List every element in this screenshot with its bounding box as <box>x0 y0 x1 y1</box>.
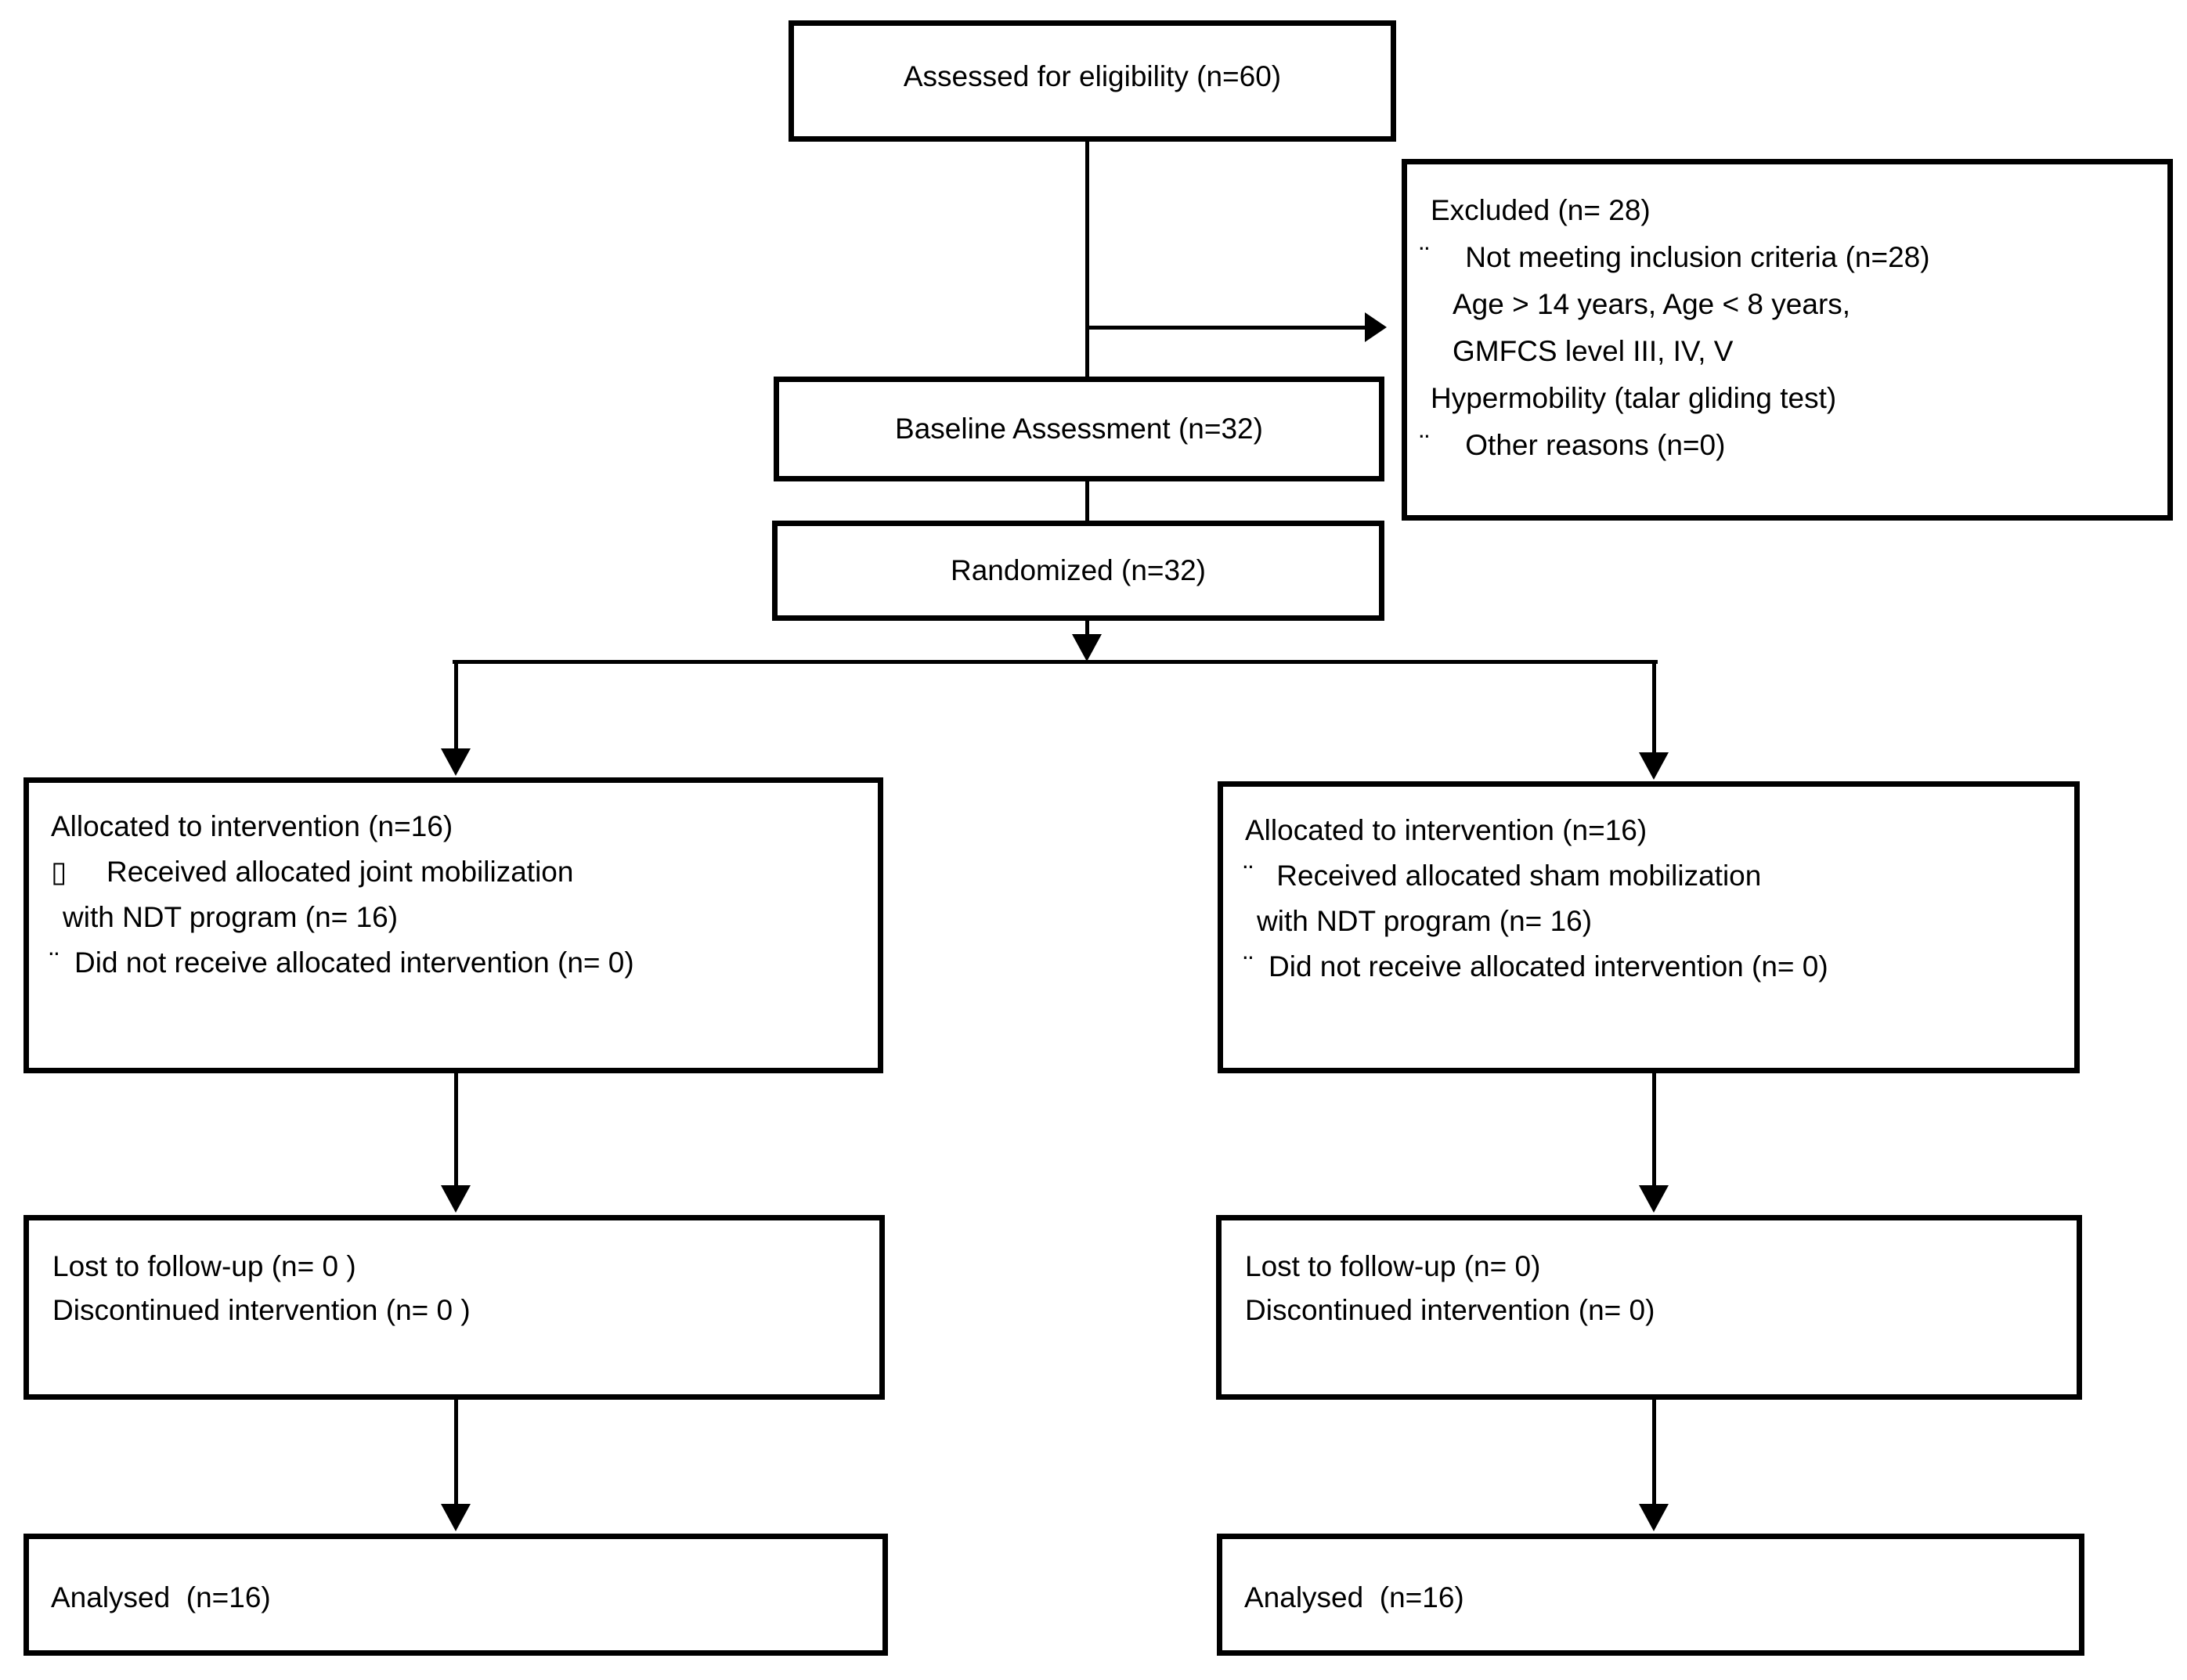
followup-right-line-1: Lost to follow-up (n= 0) <box>1245 1250 1541 1282</box>
excluded-item-2-text: Other reasons (n=0) <box>1457 429 1726 461</box>
followup-right-box: Lost to follow-up (n= 0) Discontinued in… <box>1216 1215 2082 1400</box>
allocation-right-line-2-text: Received allocated sham mobilization <box>1269 860 1762 892</box>
arrowhead-allocation-right-icon <box>1639 752 1669 780</box>
allocation-right-line-1: Allocated to intervention (n=16) <box>1245 814 1647 846</box>
connector-randomized-to-branch <box>1085 621 1089 636</box>
excluded-item-1: ¨ Not meeting inclusion criteria (n=28) <box>1420 234 2156 281</box>
allocation-left-line-2-text: Received allocated joint mobilization <box>106 856 574 888</box>
arrowhead-allocation-left-icon <box>441 748 471 776</box>
connector-followup-to-analysed-right <box>1652 1400 1656 1505</box>
arrowhead-excluded-icon <box>1365 312 1387 342</box>
allocation-right-box: Allocated to intervention (n=16) ¨ Recei… <box>1218 781 2080 1073</box>
excluded-box: Excluded (n= 28) ¨ Not meeting inclusion… <box>1402 159 2173 521</box>
connector-assessed-to-baseline <box>1085 142 1089 377</box>
baseline-label: Baseline Assessment (n=32) <box>895 413 1263 445</box>
assessed-label: Assessed for eligibility (n=60) <box>903 59 1282 92</box>
excluded-detail-1: Age > 14 years, Age < 8 years, <box>1453 288 1851 320</box>
arrowhead-analysed-right-icon <box>1639 1504 1669 1531</box>
analysed-right-box: Analysed (n=16) <box>1217 1534 2084 1656</box>
allocation-right-line-2: ¨ Received allocated sham mobilization <box>1243 853 2066 899</box>
arrowhead-analysed-left-icon <box>441 1504 471 1531</box>
baseline-box: Baseline Assessment (n=32) <box>774 377 1384 481</box>
connector-branch-to-allocation-left <box>454 660 458 750</box>
followup-right-line-2: Discontinued intervention (n= 0) <box>1245 1294 1655 1326</box>
arrowhead-followup-right-icon <box>1639 1185 1669 1213</box>
dots-bullet-icon: ¨ <box>1243 950 1254 982</box>
connector-to-excluded <box>1087 326 1365 330</box>
connector-allocation-to-followup-right <box>1652 1073 1656 1187</box>
arrowhead-branch-icon <box>1072 634 1102 662</box>
followup-left-line-1: Lost to follow-up (n= 0 ) <box>52 1250 356 1282</box>
allocation-left-box: Allocated to intervention (n=16) ▯ Receiv… <box>23 777 883 1073</box>
dots-bullet-icon: ¨ <box>1243 860 1254 892</box>
excluded-title: Excluded (n= 28) <box>1431 194 1651 226</box>
excluded-item-2: ¨ Other reasons (n=0) <box>1420 422 2156 469</box>
analysed-right-label: Analysed (n=16) <box>1244 1581 1464 1613</box>
randomized-box: Randomized (n=32) <box>772 521 1384 621</box>
excluded-detail-2: GMFCS level III, IV, V <box>1453 335 1734 367</box>
allocation-left-line-4-text: Did not receive allocated intervention (… <box>74 946 634 979</box>
connector-followup-to-analysed-left <box>454 1400 458 1505</box>
missing-glyph-bullet-icon: ▯ <box>51 856 67 888</box>
dots-bullet-icon: ¨ <box>1420 241 1430 273</box>
connector-baseline-to-randomized <box>1085 481 1089 521</box>
followup-left-box: Lost to follow-up (n= 0 ) Discontinued i… <box>23 1215 885 1400</box>
excluded-item-1-text: Not meeting inclusion criteria (n=28) <box>1457 241 1930 273</box>
analysed-left-box: Analysed (n=16) <box>23 1534 888 1656</box>
arrowhead-followup-left-icon <box>441 1185 471 1213</box>
allocation-right-line-4-text: Did not receive allocated intervention (… <box>1269 950 1828 982</box>
allocation-left-line-4: ¨ Did not receive allocated intervention … <box>49 940 870 986</box>
allocation-right-line-3: with NDT program (n= 16) <box>1257 905 1593 937</box>
followup-left-line-2: Discontinued intervention (n= 0 ) <box>52 1294 471 1326</box>
randomized-label: Randomized (n=32) <box>951 554 1206 586</box>
allocation-right-line-4: ¨ Did not receive allocated intervention … <box>1243 944 2066 990</box>
analysed-left-label: Analysed (n=16) <box>51 1581 271 1613</box>
allocation-left-line-3: with NDT program (n= 16) <box>63 901 399 933</box>
allocation-left-line-1: Allocated to intervention (n=16) <box>51 810 453 842</box>
dots-bullet-icon: ¨ <box>1420 429 1430 461</box>
connector-branch-to-allocation-right <box>1652 660 1656 754</box>
excluded-detail-3: Hypermobility (talar gliding test) <box>1431 382 1837 414</box>
branch-horizontal-line <box>453 660 1658 664</box>
allocation-left-line-2: ▯ Received allocated joint mobilization <box>51 849 870 895</box>
dots-bullet-icon: ¨ <box>49 946 60 979</box>
assessed-box: Assessed for eligibility (n=60) <box>789 20 1396 142</box>
connector-allocation-to-followup-left <box>454 1073 458 1187</box>
